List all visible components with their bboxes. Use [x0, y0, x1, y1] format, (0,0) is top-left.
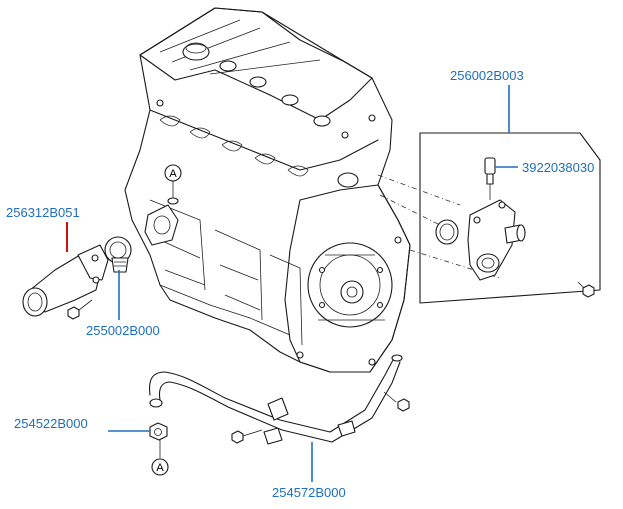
ref-marker-a-bottom-label: A	[156, 462, 164, 474]
gasket-part	[149, 422, 168, 441]
leader-lines	[66, 85, 518, 482]
engine-block	[124, 7, 411, 373]
label-thermostat-assembly: 256002B003	[450, 68, 524, 83]
ref-marker-a-bottom: A	[151, 440, 169, 476]
label-water-outlet: 256312B051	[6, 205, 80, 220]
label-water-pipe: 254572B000	[272, 485, 346, 500]
part-labels: 256002B003 3922038030 256312B051 255002B…	[6, 68, 594, 500]
thermostat-assembly-group	[377, 132, 601, 304]
water-pipe-part	[148, 354, 410, 445]
ref-marker-a-top-label: A	[169, 168, 177, 180]
label-thermostat: 255002B000	[86, 323, 160, 338]
label-temp-sensor: 3922038030	[522, 160, 594, 175]
thermostat-part	[104, 236, 132, 273]
water-outlet-fitting	[22, 244, 109, 320]
label-gasket: 254522B000	[14, 416, 88, 431]
ref-marker-a-top: A	[164, 164, 182, 205]
